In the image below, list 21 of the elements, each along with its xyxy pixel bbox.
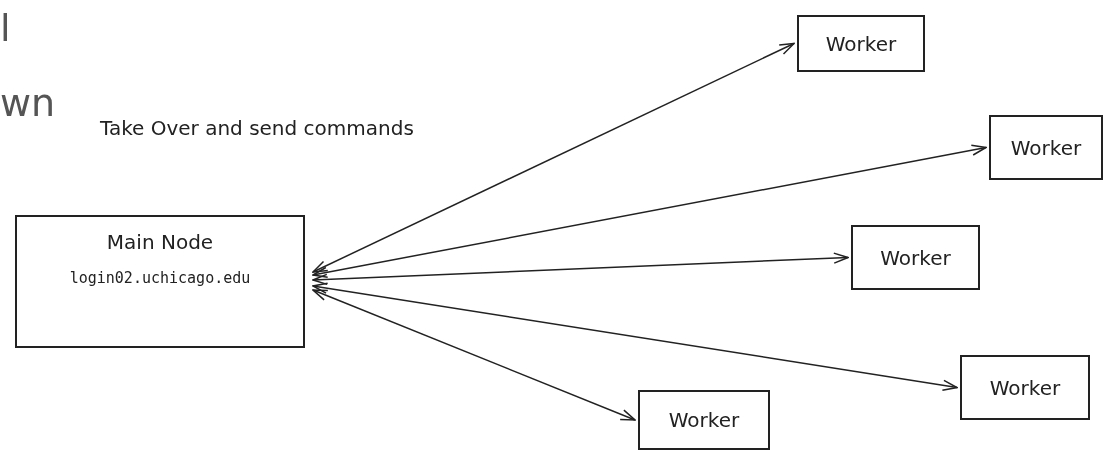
double-arrow xyxy=(312,282,958,391)
worker-box xyxy=(851,225,980,290)
worker-box xyxy=(797,15,925,72)
worker-box xyxy=(989,115,1103,180)
double-arrow xyxy=(312,289,636,421)
node-title: Worker xyxy=(989,374,1061,402)
double-arrow xyxy=(312,144,987,279)
cut-off-text: wn xyxy=(0,80,56,127)
hostname-text: login02.uchicago.edu xyxy=(69,268,251,289)
worker-box xyxy=(960,355,1090,420)
double-arrow xyxy=(312,252,849,286)
node-title: Worker xyxy=(1010,134,1082,162)
node-title: Worker xyxy=(825,30,897,58)
node-title: Worker xyxy=(880,244,951,272)
annotation-text: Take Over and send commands xyxy=(100,115,414,142)
main-node-box xyxy=(15,215,305,348)
worker-box xyxy=(638,390,770,450)
node-title: Main Node xyxy=(106,229,214,256)
node-title: Worker xyxy=(668,407,740,434)
double-arrow xyxy=(312,42,795,273)
cut-off-text: l xyxy=(0,5,11,52)
